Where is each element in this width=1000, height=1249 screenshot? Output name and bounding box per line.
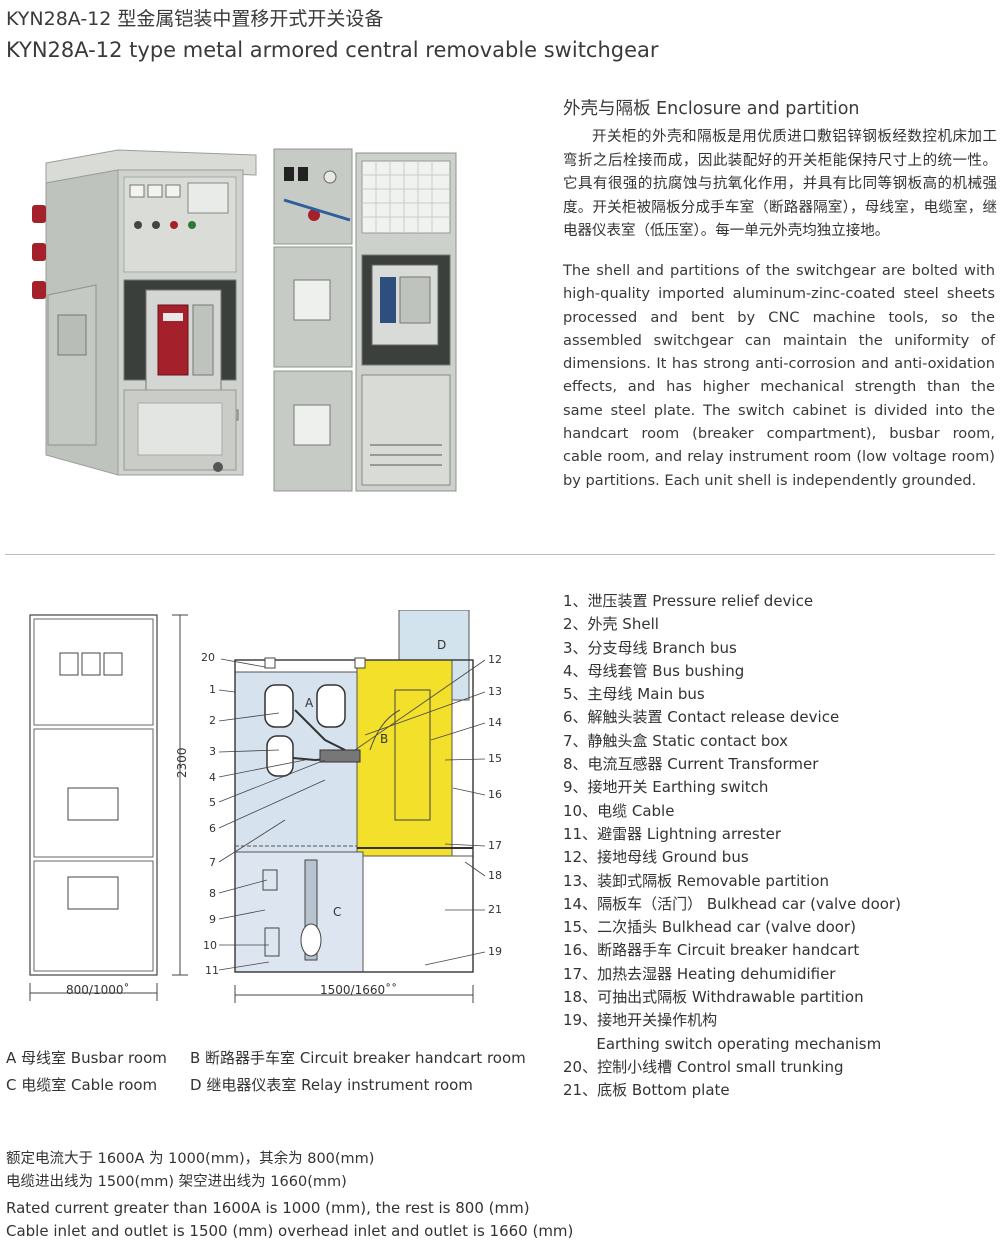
description-cn: 开关柜的外壳和隔板是用优质进口敷铝锌钢板经数控机床加工弯折之后栓接而成，因此装配… [563,129,997,239]
callout-15: 15 [488,752,502,765]
legend-relay-room: D 继电器仪表室 Relay instrument room [190,1076,473,1094]
switchgear-photo-open [273,148,457,492]
list-item: 2、外壳 Shell [563,615,659,634]
callout-12: 12 [488,653,502,666]
list-item: 12、接地母线 Ground bus [563,848,749,867]
callout-17: 17 [488,839,502,852]
callout-6: 6 [209,822,216,835]
list-item: 5、主母线 Main bus [563,685,705,704]
note-cn-2: 电缆进出线为 1500(mm) 架空进出线为 1660(mm) [6,1174,347,1190]
section-heading: 外壳与隔板 Enclosure and partition [563,99,860,119]
note-en-1: Rated current greater than 1600A is 1000… [6,1199,530,1217]
callout-11: 11 [205,964,219,977]
callout-20: 20 [201,651,215,664]
callout-21: 21 [488,903,502,916]
list-item: 10、电缆 Cable [563,801,675,820]
list-item: 13、装卸式隔板 Removable partition [563,871,830,890]
callout-10: 10 [203,939,217,952]
list-item: Earthing switch operating mechanism [563,1034,882,1053]
room-letter-c: C [333,905,342,919]
list-item: 14、隔板车（活门） Bulkhead car (valve door) [563,894,901,913]
callout-2: 2 [209,714,216,727]
note-en-2: Cable inlet and outlet is 1500 (mm) over… [6,1222,574,1240]
front-view-drawing [29,614,188,1001]
cross-section-drawing [218,610,486,1003]
room-letter-d: D [437,638,447,652]
legend-cable-room: C 电缆室 Cable room [6,1076,158,1094]
callout-14: 14 [488,716,502,729]
list-item: 8、电流互感器 Current Transformer [563,755,819,774]
callout-19: 19 [488,945,502,958]
list-item: 21、底板 Bottom plate [563,1081,730,1100]
list-item: 18、可抽出式隔板 Withdrawable partition [563,988,864,1007]
front-width-dimension-label: 800/1000˚ [66,983,130,997]
section-divider [5,554,995,555]
switchgear-photo-front [32,149,257,476]
page-title-en: KYN28A-12 type metal armored central rem… [6,38,659,62]
callout-4: 4 [209,771,216,784]
list-item: 7、静触头盒 Static contact box [563,731,788,750]
list-item: 6、解触头装置 Contact release device [563,708,840,727]
callout-8: 8 [209,887,216,900]
callout-3: 3 [209,745,216,758]
callout-13: 13 [488,685,502,698]
room-letter-b: B [380,732,389,746]
callout-16: 16 [488,788,502,801]
callout-5: 5 [209,796,216,809]
section-width-dimension-label: 1500/1660˚˚ [320,983,398,997]
list-item: 15、二次插头 Bulkhead car (valve door) [563,918,856,937]
list-item: 9、接地开关 Earthing switch [563,778,769,797]
list-item: 4、母线套管 Bus bushing [563,661,745,680]
list-item: 1、泄压装置 Pressure relief device [563,592,814,610]
callout-9: 9 [209,913,216,926]
legend-busbar-room: A 母线室 Busbar room [6,1049,167,1067]
legend-breaker-room: B 断路器手车室 Circuit breaker handcart room [190,1049,526,1067]
callout-18: 18 [488,869,502,882]
list-item: 20、控制小线槽 Control small trunking [563,1057,844,1076]
callout-1: 1 [209,683,216,696]
callout-7: 7 [209,856,216,869]
list-item: 19、接地开关操作机构 [563,1011,718,1030]
page-title-cn: KYN28A-12 型金属铠装中置移开式开关设备 [6,8,384,30]
description-en: The shell and partitions of the switchge… [563,262,995,489]
room-letter-a: A [305,696,314,710]
list-item: 11、避雷器 Lightning arrester [563,824,782,843]
list-item: 16、断路器手车 Circuit breaker handcart [563,941,860,960]
list-item: 17、加热去湿器 Heating dehumidifier [563,964,836,983]
parts-list: 1、泄压装置 Pressure relief device 2、外壳 Shell… [563,590,901,1103]
list-item: 3、分支母线 Branch bus [563,638,737,657]
note-cn-1: 额定电流大于 1600A 为 1000(mm)，其余为 800(mm) [6,1151,375,1167]
height-dimension-label: 2300 [175,747,189,778]
